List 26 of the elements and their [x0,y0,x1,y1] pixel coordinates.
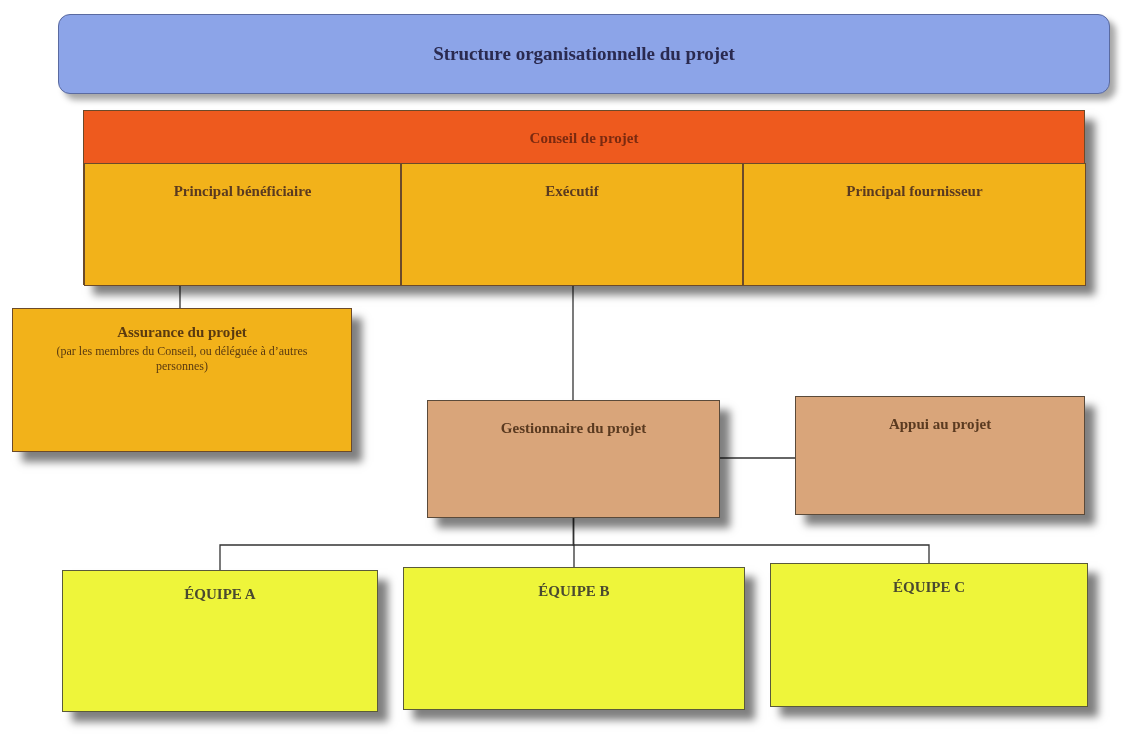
box-heading: Exécutif [545,182,599,201]
box-heading: Principal bénéficiaire [173,182,312,201]
title-banner: Structure organisationnelle du projet [58,14,1110,94]
box-heading: ÉQUIPE A [184,585,256,604]
team-box [770,563,1088,707]
box-heading: Conseil de projet [529,129,639,148]
manager-box [427,400,720,518]
role-cell [84,163,401,286]
team-box [403,567,745,710]
connector-line [179,284,181,309]
box-heading: Assurance du projet [117,323,247,342]
support-box [795,396,1085,515]
box-note: (par les membres du Conseil, ou déléguée à d’autres personnes) [55,343,309,374]
box-heading: Gestionnaire du projet [500,419,647,438]
box-heading: ÉQUIPE C [892,578,966,597]
connector-line [719,457,796,459]
connector-line [572,517,930,564]
box-heading: Appui au projet [888,415,992,434]
role-cell [401,163,743,286]
box-heading: Principal fournisseur [846,182,983,201]
team-box [62,570,378,712]
assurance-box [12,308,352,452]
role-cell [743,163,1086,286]
board-box [83,110,1085,285]
connector-line [572,284,574,401]
box-heading: ÉQUIPE B [538,582,610,601]
